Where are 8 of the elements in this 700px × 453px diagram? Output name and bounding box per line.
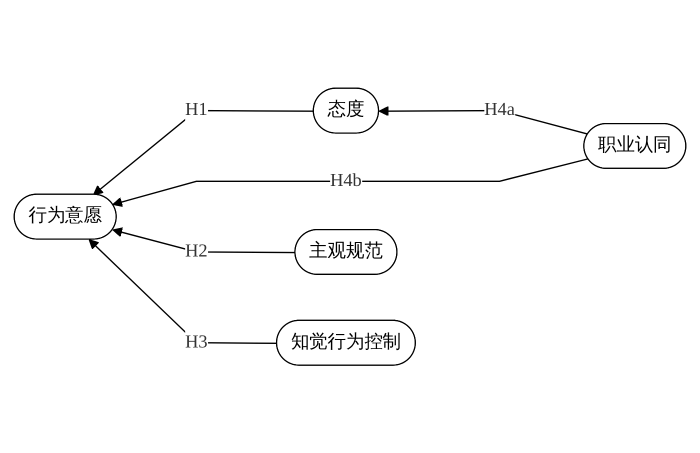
arrow	[93, 110, 314, 196]
edge-label: H4b	[330, 170, 362, 190]
edge-label: H2	[185, 241, 208, 261]
edge-label: H3	[185, 332, 208, 352]
edge-label: H4a	[484, 100, 515, 120]
arrow	[88, 238, 278, 344]
edge-label: H1	[185, 100, 208, 120]
arrow	[112, 158, 588, 207]
